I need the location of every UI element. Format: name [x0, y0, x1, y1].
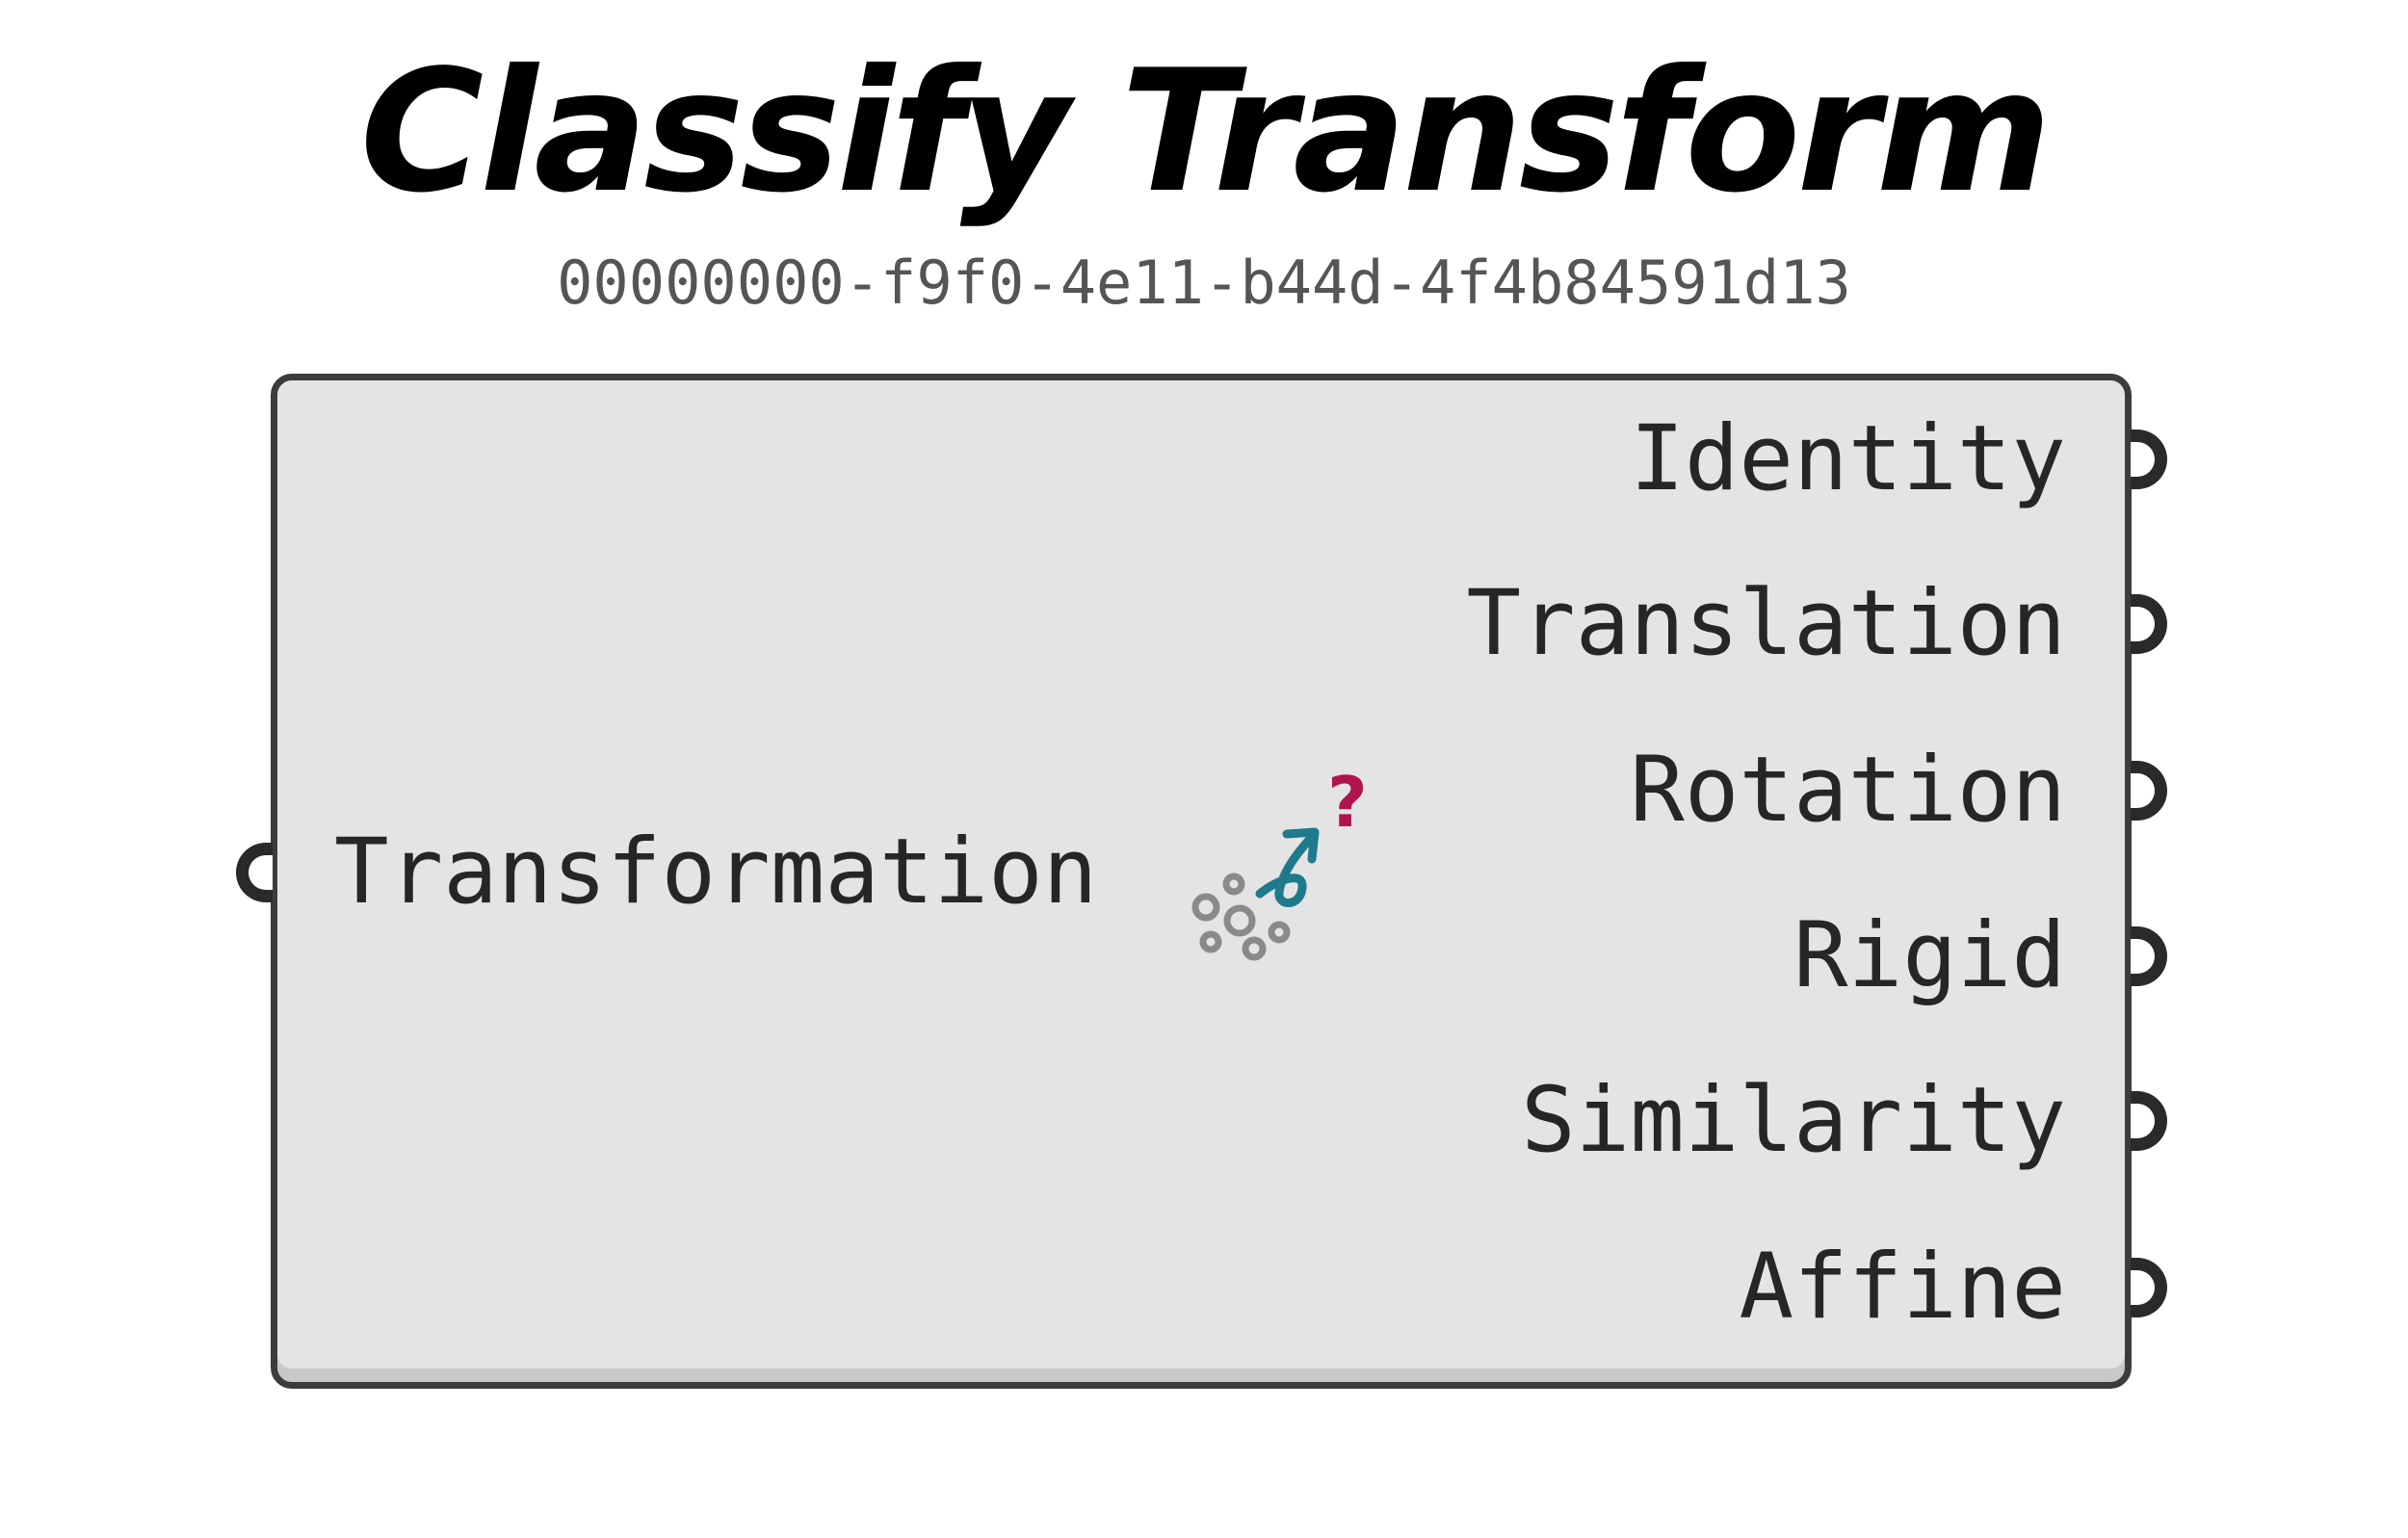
output-label-affine: Affine	[1739, 1235, 2066, 1340]
output-label-translation: Translation	[1466, 571, 2066, 676]
output-label-rotation: Rotation	[1630, 738, 2066, 843]
output-label-similarity: Similarity	[1521, 1068, 2066, 1173]
output-grip-identity[interactable]	[2131, 430, 2167, 489]
input-label-transformation: Transformation	[334, 820, 1098, 925]
svg-text:?: ?	[1327, 770, 1368, 843]
component-body[interactable]	[271, 374, 2132, 1389]
output-grip-translation[interactable]	[2131, 594, 2167, 654]
output-grip-affine[interactable]	[2131, 1258, 2167, 1317]
input-grip-transformation[interactable]	[236, 843, 273, 902]
output-label-rigid: Rigid	[1793, 903, 2066, 1008]
output-grip-similarity[interactable]	[2131, 1091, 2167, 1151]
component-title: Classify Transform	[359, 35, 2052, 230]
output-grip-rotation[interactable]	[2131, 761, 2167, 821]
output-label-identity: Identity	[1630, 406, 2066, 511]
component-guid: 00000000-f9f0-4e11-b44d-4f4b84591d13	[557, 248, 1851, 318]
transform-classify-icon: ?	[1191, 770, 1368, 961]
output-grip-rigid[interactable]	[2131, 926, 2167, 986]
